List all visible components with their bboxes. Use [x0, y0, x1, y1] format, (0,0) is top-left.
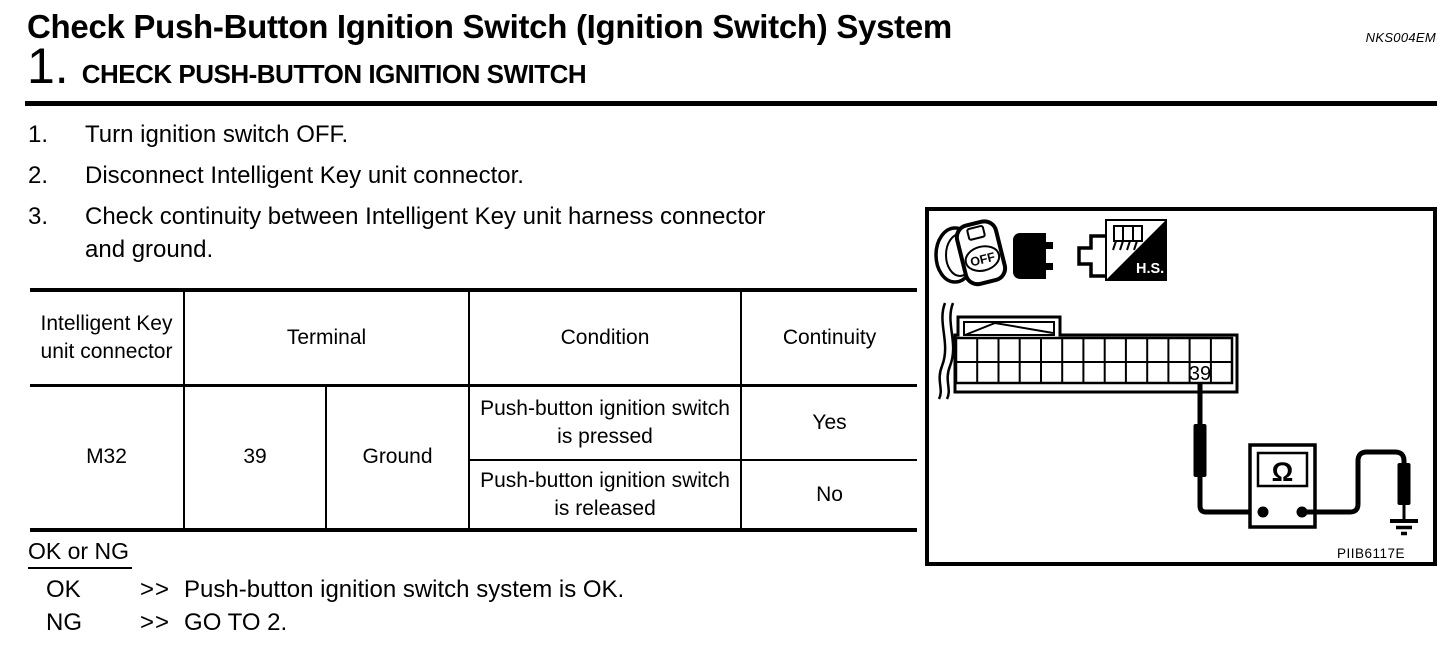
- outcome-ng-arrow: >>: [140, 609, 171, 636]
- procedure-step-2: 2. Disconnect Intelligent Key unit conne…: [28, 159, 765, 192]
- cell-terminal: 39: [183, 385, 326, 530]
- figure-id: PIIB6117E: [1337, 546, 1405, 561]
- header-condition: Condition: [468, 290, 742, 387]
- cell-continuity-yes: Yes: [740, 385, 918, 460]
- connector-pin-diagram: 39: [953, 315, 1239, 394]
- step-number: 1.: [27, 38, 69, 94]
- procedure-step-1: 1. Turn ignition switch OFF.: [28, 118, 765, 151]
- outcome-ok-text: Push-button ignition switch system is OK…: [184, 576, 625, 603]
- step-3-text-line1: Check continuity between Intelligent Key…: [85, 203, 766, 230]
- outcome-ok-arrow: >>: [140, 576, 171, 603]
- step-3-number: 3.: [28, 203, 49, 230]
- section-divider: [25, 101, 1437, 106]
- wiring-diagram: OFF: [925, 207, 1437, 566]
- result-label: OK or NG: [28, 538, 132, 569]
- harness-side-connector-icon: H.S.: [1105, 219, 1167, 281]
- table-row: Push-button ignition switch is released …: [30, 459, 918, 530]
- test-probe-left: [1193, 424, 1207, 477]
- outcome-ng: NG >> GO TO 2.: [46, 609, 287, 637]
- ignition-off-label: OFF: [969, 250, 997, 270]
- step-title: CHECK PUSH-BUTTON IGNITION SWITCH: [81, 59, 587, 89]
- table-row: M32 39 Ground Push-button ignition switc…: [30, 385, 918, 530]
- wire-break-marks: [937, 302, 955, 400]
- outcome-ng-name: NG: [46, 609, 82, 636]
- outcome-ng-text: GO TO 2.: [184, 609, 288, 636]
- continuity-table: Intelligent Key unit connector Terminal …: [30, 288, 918, 532]
- cell-continuity-no: No: [740, 459, 918, 530]
- step-3-text-line2: and ground.: [85, 236, 214, 263]
- step-2-number: 2.: [28, 162, 49, 189]
- step-1-number: 1.: [28, 121, 49, 148]
- pin-39-label: 39: [1189, 363, 1211, 385]
- hs-label: H.S.: [1136, 261, 1164, 277]
- step-heading: 1. CHECK PUSH-BUTTON IGNITION SWITCH: [27, 38, 587, 94]
- cell-ground: Ground: [324, 385, 470, 530]
- doc-code: NKS004EM: [1365, 30, 1436, 45]
- cell-connector: M32: [86, 445, 127, 469]
- step-2-text: Disconnect Intelligent Key unit connecto…: [85, 162, 524, 189]
- header-continuity: Continuity: [740, 290, 918, 387]
- probe-wire-left: [1197, 383, 1259, 515]
- probe-wire-right: [1307, 449, 1407, 515]
- ignition-off-icon: OFF: [934, 219, 1008, 287]
- ground-icon: [1390, 505, 1418, 536]
- procedure-step-3: 3. Check continuity between Intelligent …: [28, 200, 765, 266]
- step-1-text: Turn ignition switch OFF.: [85, 121, 349, 148]
- procedure-list: 1. Turn ignition switch OFF. 2. Disconne…: [28, 118, 765, 274]
- wiring-diagram-svg: OFF: [934, 219, 1418, 561]
- page-title: Check Push-Button Ignition Switch (Ignit…: [27, 8, 952, 45]
- header-connector: Intelligent Key unit connector: [30, 290, 184, 387]
- ohmmeter: Ω: [1248, 443, 1317, 529]
- outcome-ok: OK >> Push-button ignition switch system i…: [46, 576, 624, 604]
- table-header-row: Intelligent Key unit connector Terminal …: [30, 290, 918, 387]
- test-probe-right: [1397, 463, 1411, 505]
- ohm-symbol: Ω: [1272, 457, 1294, 487]
- outcome-ok-name: OK: [46, 576, 81, 603]
- cell-condition-released: Push-button ignition switch is released: [468, 459, 742, 530]
- header-terminal: Terminal: [182, 290, 470, 387]
- cell-condition-pressed: Push-button ignition switch is pressed: [468, 385, 742, 460]
